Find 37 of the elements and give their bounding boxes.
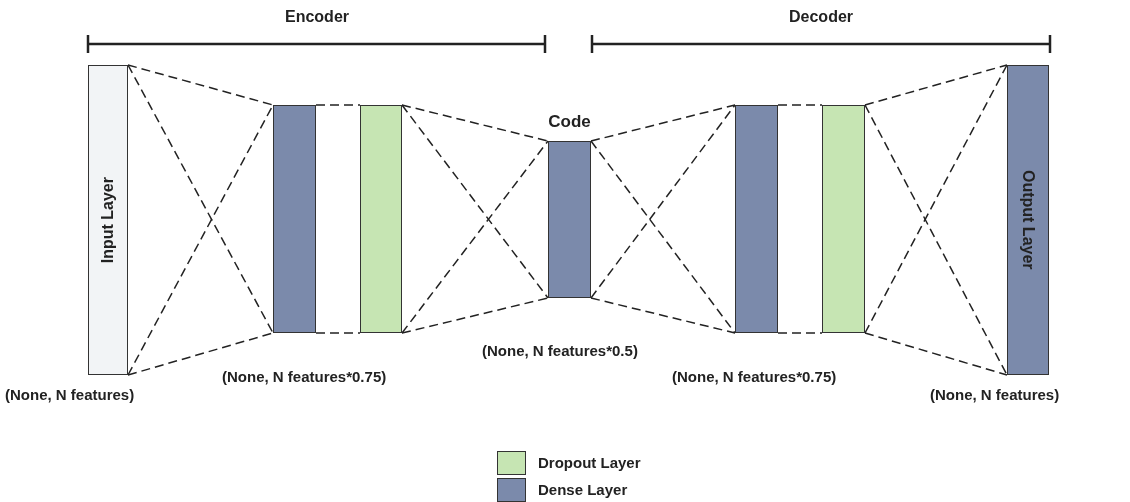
dashed-connector xyxy=(864,332,1008,376)
dashed-connector xyxy=(777,332,823,334)
dashed-connector xyxy=(127,64,274,106)
dashed-connector xyxy=(401,297,549,334)
dashed-connector xyxy=(864,104,1008,376)
dashed-connector xyxy=(315,104,361,106)
shape-annotation: (None, N features*0.75) xyxy=(672,368,837,385)
dashed-connector xyxy=(127,332,274,376)
layer-bar xyxy=(360,105,402,333)
shape-annotation: (None, N features) xyxy=(5,386,135,403)
layer-bar xyxy=(822,105,865,333)
dashed-connector xyxy=(127,64,274,334)
layer-bar xyxy=(1007,65,1049,375)
dashed-connector xyxy=(777,104,823,106)
dashed-connector xyxy=(590,140,736,334)
layer-bar xyxy=(273,105,316,333)
layer-bar xyxy=(88,65,128,375)
dashed-connector xyxy=(864,64,1008,334)
dashed-connector xyxy=(590,297,736,334)
dashed-connector xyxy=(864,64,1008,106)
section-label: Decoder xyxy=(789,8,854,26)
layer-label: Input Layer xyxy=(99,176,117,264)
layer-bar xyxy=(735,105,778,333)
legend-label: Dense Layer xyxy=(538,481,628,498)
dashed-connector xyxy=(401,104,549,299)
dashed-connector xyxy=(401,104,549,142)
shape-annotation: (None, N features*0.75) xyxy=(222,368,387,385)
dashed-connector xyxy=(590,104,736,142)
dashed-connector xyxy=(315,332,361,334)
shape-annotation: (None, N features*0.5) xyxy=(482,342,638,359)
dashed-connector xyxy=(401,140,549,334)
legend-label: Dropout Layer xyxy=(538,454,641,471)
layer-label: Code xyxy=(548,112,591,132)
dashed-connector xyxy=(590,104,736,299)
section-label: Encoder xyxy=(285,8,349,26)
shape-annotation: (None, N features) xyxy=(930,386,1060,403)
layer-label: Output Layer xyxy=(1019,170,1037,270)
